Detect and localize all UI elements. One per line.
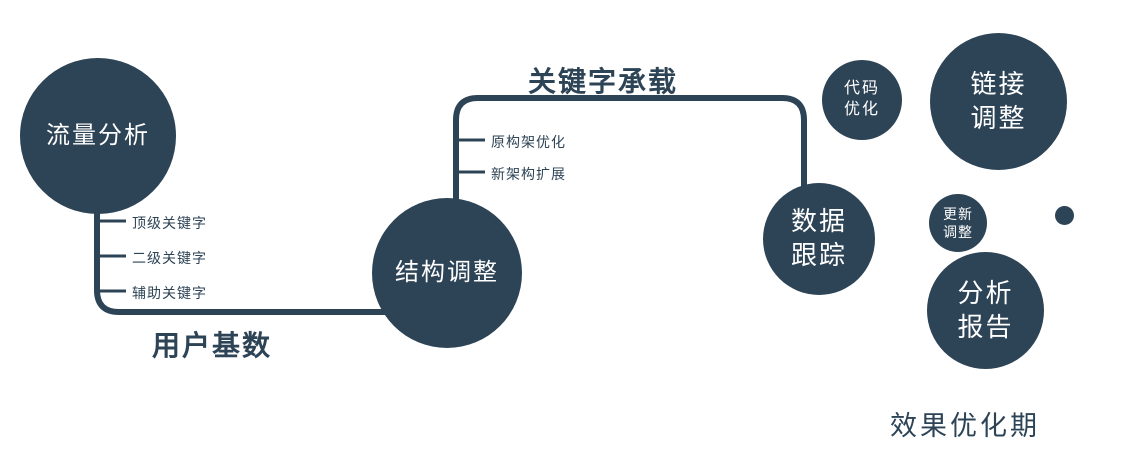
- edge-structure-to-tracking: [453, 95, 807, 240]
- edge-label-user-base: 用户基数: [152, 330, 273, 361]
- update-adjust-label-line2: 调整: [943, 224, 973, 240]
- traffic-analysis-label: 流量分析: [46, 122, 150, 150]
- code-optimization-label-line2: 优化: [843, 101, 880, 118]
- tick-label-original-architecture: 原构架优化: [491, 134, 566, 150]
- tick-label-auxiliary-keywords: 辅助关键字: [132, 285, 207, 301]
- tick-label-secondary-keywords: 二级关键字: [132, 250, 207, 266]
- analysis-report-label-line1: 分析: [957, 277, 1014, 308]
- data-tracking-label-line2: 跟踪: [790, 240, 847, 270]
- code-optimization-label-line1: 代码: [843, 80, 880, 98]
- analysis-report-label-line2: 报告: [957, 311, 1014, 342]
- tick-label-new-architecture: 新架构扩展: [491, 166, 566, 182]
- traffic-analysis-node: 流量分析: [20, 58, 176, 214]
- update-adjust-node: 更新 调整: [929, 194, 987, 252]
- structure-adjust-node: 结构调整: [372, 198, 522, 348]
- phase-label-effect-optimization: 效果优化期: [890, 411, 1040, 441]
- analysis-report-node: 分析 报告: [927, 252, 1044, 369]
- update-adjust-label-line1: 更新: [943, 205, 973, 222]
- bullet-dot: [1055, 206, 1074, 225]
- link-adjust-label-line1: 链接: [970, 68, 1027, 99]
- data-tracking-label-line1: 数据: [790, 206, 847, 237]
- link-adjust-node: 链接 调整: [930, 33, 1067, 170]
- data-tracking-node: 数据 跟踪: [763, 183, 875, 295]
- structure-adjust-label: 结构调整: [395, 259, 499, 287]
- link-adjust-label-line2: 调整: [970, 102, 1027, 133]
- tick-label-top-keywords: 顶级关键字: [132, 215, 207, 231]
- code-optimization-node: 代码 优化: [822, 60, 902, 140]
- edge-label-keyword-carry: 关键字承载: [528, 66, 679, 97]
